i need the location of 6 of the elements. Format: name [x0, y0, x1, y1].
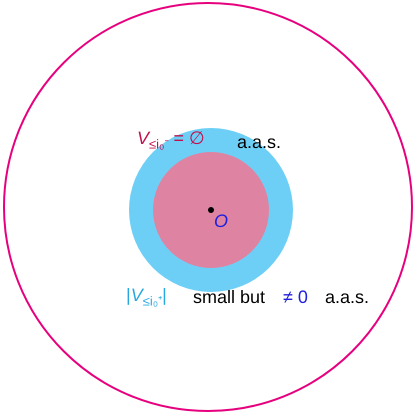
point-label: O	[214, 212, 228, 230]
math-expression: ≠ 0	[283, 288, 308, 306]
note-text: a.a.s.	[325, 288, 370, 306]
math-expression: |V$_{≤i₀⁺}$|	[126, 286, 167, 308]
disk	[3, 2, 413, 412]
note-text: small but	[193, 288, 266, 306]
